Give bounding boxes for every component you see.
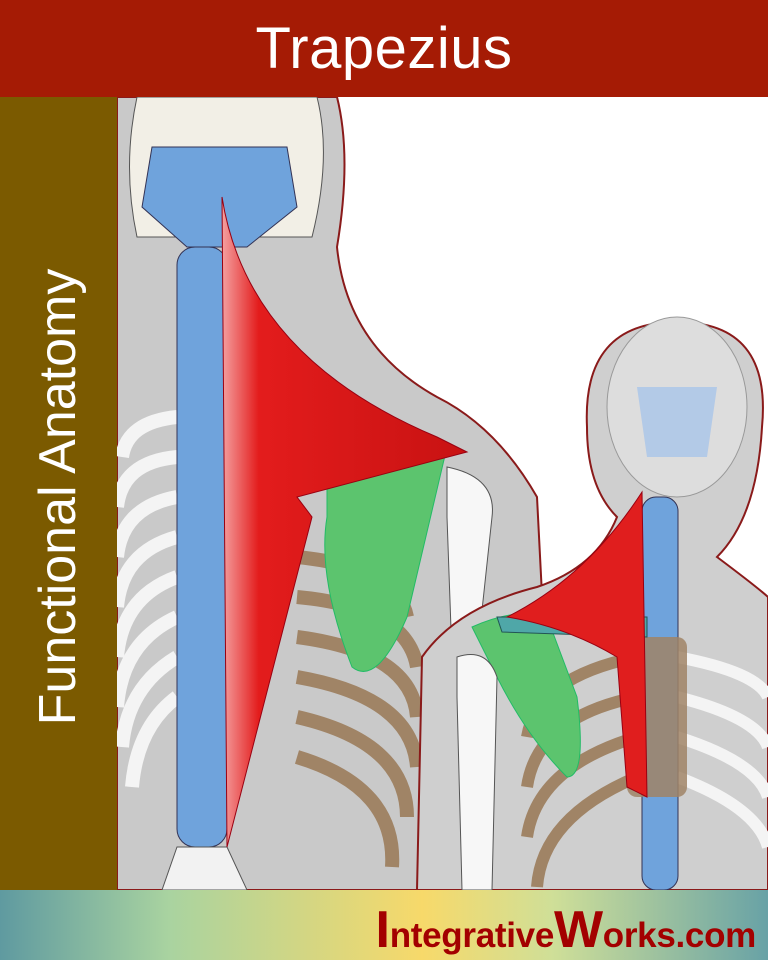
trapezius-muscle-anterior: [505, 490, 648, 798]
ribs-left: [117, 410, 182, 788]
anterior-body: [415, 316, 768, 890]
side-banner-label: Functional Anatomy: [29, 268, 87, 726]
sacrum: [161, 846, 248, 890]
occipital-bone: [141, 146, 298, 248]
trapezius-muscle-posterior: [221, 196, 469, 848]
spine: [176, 246, 228, 848]
anatomy-illustration: [117, 97, 768, 890]
footer-banner: IntegrativeWorks.com: [0, 890, 768, 960]
side-banner: Functional Anatomy: [0, 97, 117, 890]
humerus-anterior: [456, 654, 498, 890]
title-banner: Trapezius: [0, 0, 768, 97]
integrativeworks-logo[interactable]: IntegrativeWorks.com: [375, 901, 757, 959]
page-title: Trapezius: [255, 16, 513, 81]
